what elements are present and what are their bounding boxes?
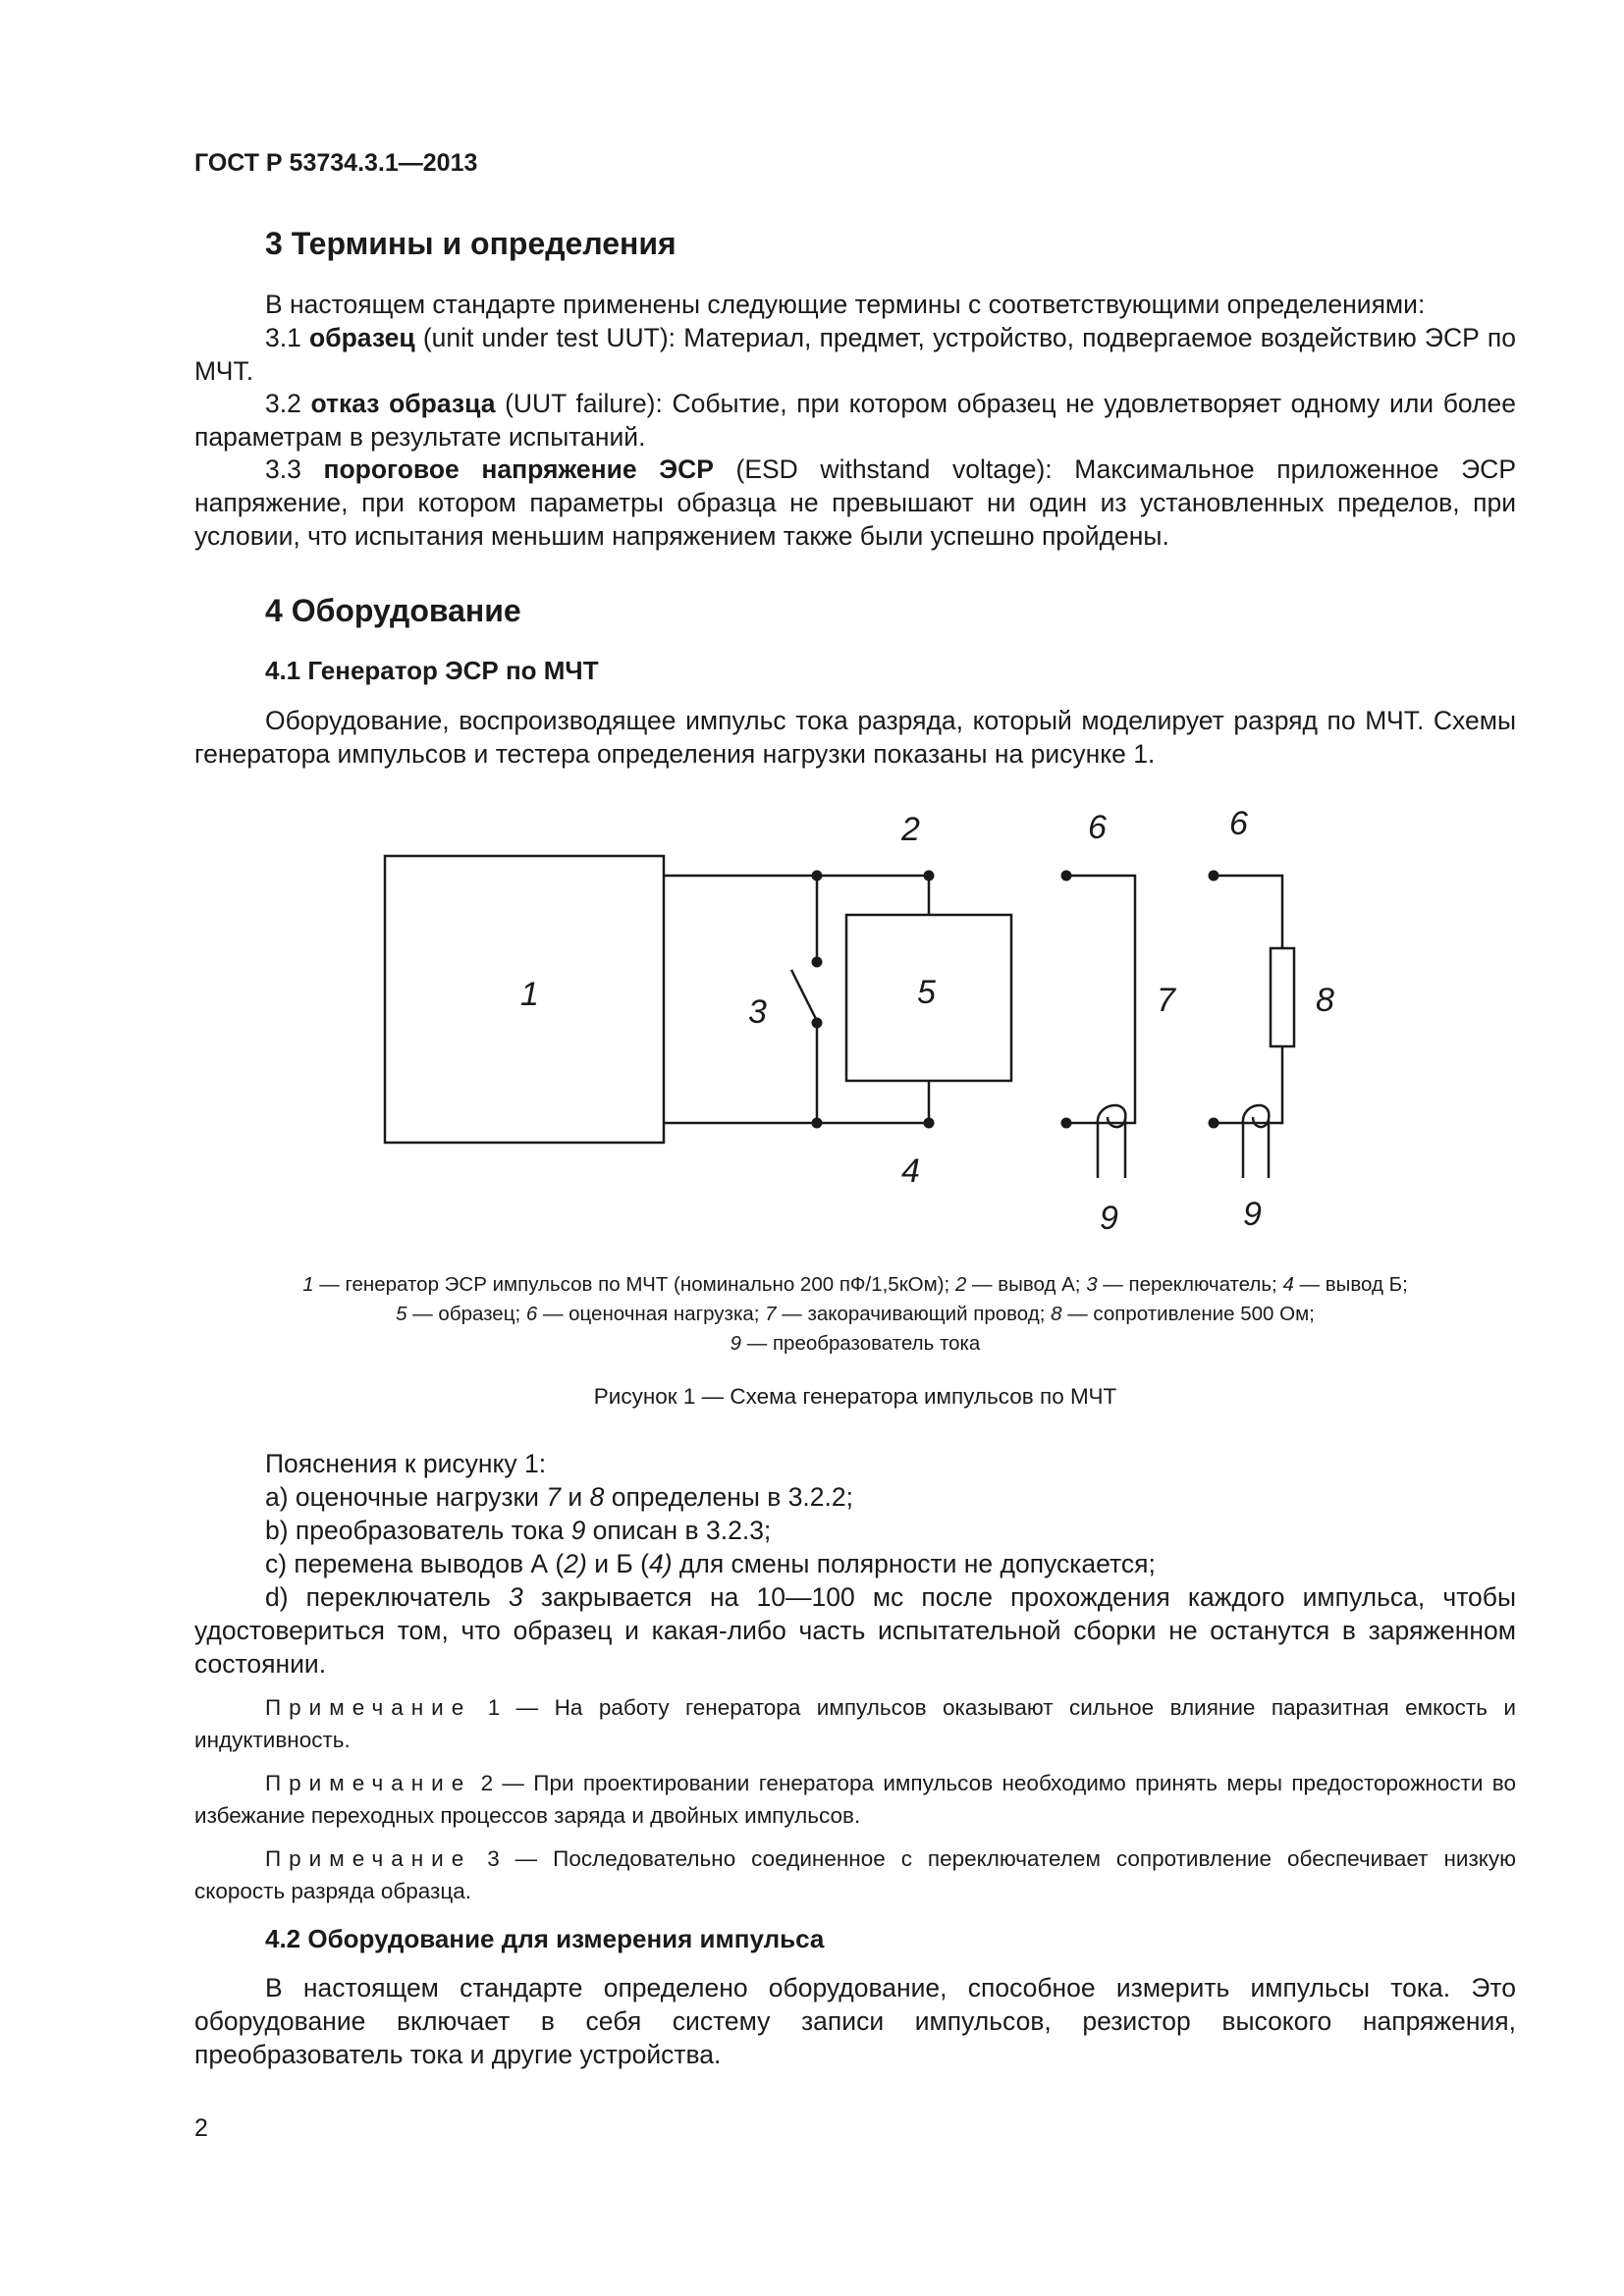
label-load-1: 6 [1088, 809, 1107, 846]
legend-line-2: 5 — образец; 6 — оценочная нагрузка; 7 —… [194, 1300, 1516, 1329]
explanation-d-text-2: закрывается на 10—100 мс после прохожден… [194, 1582, 1516, 1679]
explanation-c-ref-1: 2) [564, 1549, 587, 1578]
term-3-1: 3.1 образец (unit under test UUT): Матер… [194, 321, 1516, 388]
explanation-d: d) переключатель 3 закрывается на 10—100… [194, 1580, 1516, 1681]
explanation-a-text-2: и [561, 1482, 590, 1512]
legend-num-7: 7 [765, 1303, 777, 1325]
term-3-1-definition: (unit under test UUT): Материал, предмет… [194, 323, 1517, 386]
note-2-label: Примечание [265, 1771, 472, 1795]
term-3-3-definition: (ESD withstand voltage): Максимальное пр… [194, 454, 1516, 551]
generator-block [383, 854, 666, 1145]
legend-text-2: — вывод А; [966, 1273, 1087, 1296]
explanation-a-text-1: a) оценочные нагрузки [265, 1482, 547, 1512]
explanation-c-ref-2: 4) [648, 1549, 673, 1578]
legend-num-2: 2 [954, 1273, 967, 1296]
explanation-d-text-1: d) переключатель [265, 1582, 509, 1612]
section-4-2-title: 4.2 Оборудование для измерения импульса [265, 1924, 825, 1953]
term-3-3: 3.3 пороговое напряжение ЭСР (ESD withst… [194, 453, 1516, 553]
label-switch: 3 [748, 993, 767, 1031]
term-3-2: 3.2 отказ образца (UUT failure): Событие… [194, 387, 1516, 454]
legend-num-3: 3 [1086, 1273, 1098, 1296]
explanation-c-text-2: и Б ( [586, 1549, 649, 1578]
figure-1-schematic: 1 2 3 4 5 6 6 7 8 9 9 [383, 805, 1334, 1237]
label-transformer-2: 9 [1243, 1196, 1262, 1233]
term-3-2-term: отказ образца [310, 389, 496, 418]
section-3-intro: В настоящем стандарте применены следующи… [265, 290, 1426, 319]
current-transformer-2 [1241, 1103, 1271, 1178]
legend-num-8: 8 [1051, 1303, 1062, 1325]
section-3-title: 3 Термины и определения [265, 226, 677, 261]
note-1-text: На работу генератора импульсов оказывают… [194, 1695, 1516, 1752]
term-3-2-definition: (UUT failure): Событие, при котором обра… [194, 389, 1516, 452]
note-2: Примечание 2 — При проектировании генера… [194, 1767, 1516, 1832]
legend-text-4: — вывод Б; [1293, 1273, 1408, 1296]
section-4-title: 4 Оборудование [265, 593, 521, 628]
explanation-a-ref-2: 8 [589, 1482, 605, 1512]
term-3-3-term: пороговое напряжение ЭСР [323, 454, 714, 484]
legend-line-3: 9 — преобразователь тока [194, 1329, 1516, 1359]
section-4-1-title: 4.1 Генератор ЭСР по МЧТ [265, 656, 599, 685]
note-3: Примечание 3 — Последовательно соединенн… [194, 1842, 1516, 1907]
sample-block [844, 913, 1013, 1083]
legend-text-6: — оценочная нагрузка; [537, 1303, 766, 1325]
figure-legend: 1 — генератор ЭСР импульсов по МЧТ (номи… [194, 1270, 1516, 1359]
label-resistor: 8 [1316, 982, 1334, 1019]
label-generator: 1 [520, 976, 539, 1013]
explanation-c-text-1: c) перемена выводов А ( [265, 1549, 565, 1578]
term-3-1-number: 3.1 [265, 323, 310, 352]
label-sample: 5 [917, 974, 936, 1011]
figure-title: Рисунок 1 — Схема генератора импульсов п… [593, 1384, 1117, 1409]
legend-num-9: 9 [730, 1332, 742, 1355]
current-transformer-1 [1096, 1103, 1127, 1178]
note-1-label: Примечание [265, 1695, 472, 1720]
label-lead-a: 2 [900, 811, 920, 848]
section-4-2-text: В настоящем стандарте определено оборудо… [194, 1973, 1516, 2069]
note-2-text: При проектировании генератора импульсов … [194, 1771, 1516, 1828]
legend-text-3: — переключатель; [1097, 1273, 1283, 1296]
explanation-d-ref-1: 3 [508, 1582, 523, 1612]
note-3-number: 3 — [471, 1846, 554, 1871]
label-transformer-1: 9 [1100, 1200, 1118, 1237]
legend-text-7: — закорачивающий провод; [776, 1303, 1052, 1325]
explanations-heading: Пояснения к рисунку 1: [265, 1449, 547, 1478]
explanation-b-ref-1: 9 [570, 1516, 586, 1545]
resistor-500-ohm [1269, 946, 1296, 1048]
legend-num-6: 6 [525, 1303, 538, 1325]
label-lead-b: 4 [901, 1152, 920, 1190]
explanation-b-text-1: b) преобразователь тока [265, 1516, 571, 1545]
explanation-c: c) перемена выводов А (2) и Б (4) для см… [265, 1547, 1156, 1580]
note-3-text: Последовательно соединенное с переключат… [194, 1846, 1516, 1903]
legend-text-1: — генератор ЭСР импульсов по МЧТ (номина… [313, 1273, 955, 1296]
legend-line-1: 1 — генератор ЭСР импульсов по МЧТ (номи… [194, 1270, 1516, 1300]
legend-text-5: — образец; [406, 1303, 526, 1325]
explanation-a-text-3: определены в 3.2.2; [604, 1482, 853, 1512]
explanation-a-ref-1: 7 [546, 1482, 562, 1512]
switch-blade [789, 969, 819, 1022]
legend-text-9: — преобразователь тока [741, 1332, 981, 1355]
legend-num-5: 5 [396, 1303, 407, 1325]
explanation-b: b) преобразователь тока 9 описан в 3.2.3… [265, 1514, 771, 1547]
legend-num-4: 4 [1282, 1273, 1294, 1296]
legend-num-1: 1 [302, 1273, 314, 1296]
label-load-2: 6 [1229, 805, 1248, 842]
note-2-number: 2 — [471, 1771, 534, 1795]
document-code: ГОСТ Р 53734.3.1—2013 [194, 149, 478, 177]
term-3-3-number: 3.3 [265, 454, 324, 484]
label-shorting-wire: 7 [1157, 982, 1176, 1019]
note-3-label: Примечание [265, 1846, 472, 1871]
explanation-b-text-2: описан в 3.2.3; [585, 1516, 772, 1545]
page-number: 2 [194, 2114, 208, 2142]
note-1: Примечание 1 — На работу генератора импу… [194, 1691, 1516, 1756]
section-4-1-text: Оборудование, воспроизводящее импульс то… [194, 706, 1516, 769]
term-3-1-term: образец [309, 323, 415, 352]
legend-text-8: — сопротивление 500 Ом; [1061, 1303, 1315, 1325]
explanation-a: a) оценочные нагрузки 7 и 8 определены в… [265, 1480, 853, 1514]
term-3-2-number: 3.2 [265, 389, 311, 418]
note-1-number: 1 — [471, 1695, 555, 1720]
explanation-c-text-3: для смены полярности не допускается; [672, 1549, 1156, 1578]
